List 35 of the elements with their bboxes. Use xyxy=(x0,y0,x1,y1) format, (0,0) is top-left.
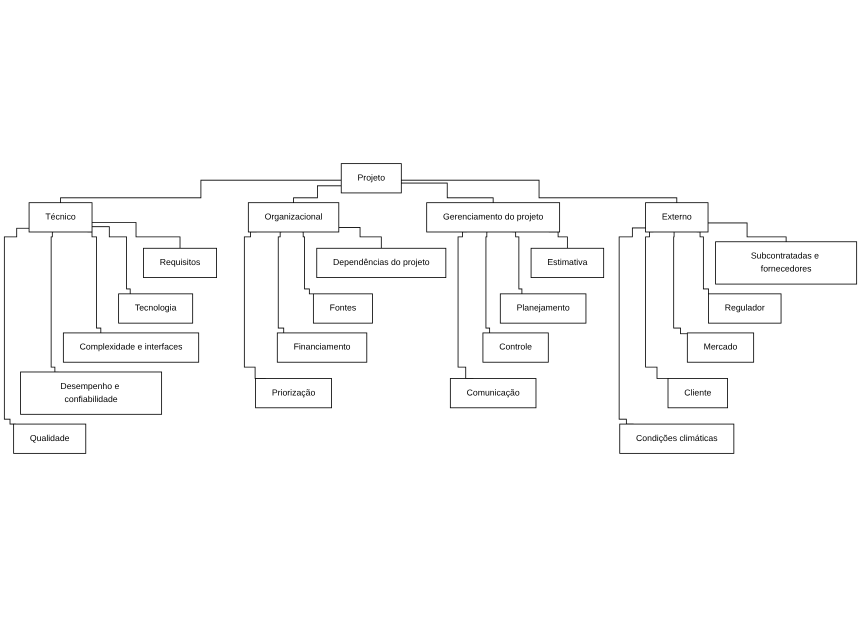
node-box: Fontes xyxy=(312,293,373,324)
node-box: Qualidade xyxy=(13,424,86,454)
node-box: Externo xyxy=(645,202,708,232)
node-box: Desempenho e confiabilidade xyxy=(20,372,162,415)
connector xyxy=(301,232,315,294)
node-box: Complexidade e interfaces xyxy=(62,332,200,363)
node-box: Organizacional xyxy=(248,202,340,232)
node-box: Dependências do projeto xyxy=(316,248,446,278)
connector xyxy=(673,232,688,334)
node-box: Cliente xyxy=(668,378,728,408)
node-box: Gerenciamento do projeto xyxy=(426,202,560,232)
node-box: Mercado xyxy=(686,332,754,363)
node-box: Regulador xyxy=(708,293,782,324)
node-box: Técnico xyxy=(28,202,92,232)
connector xyxy=(338,227,382,249)
node-box: Condições climáticas xyxy=(619,424,734,454)
connector xyxy=(645,232,669,379)
connector xyxy=(92,222,180,249)
node-box: Estimativa xyxy=(530,248,604,278)
node-box: Subcontratadas e fornecedores xyxy=(715,241,858,284)
node-box: Financiamento xyxy=(276,332,368,363)
connector xyxy=(400,182,494,204)
connector xyxy=(293,185,342,204)
node-box: Tecnologia xyxy=(118,293,194,324)
connector xyxy=(400,180,678,204)
node-box: Controle xyxy=(482,332,549,363)
connector xyxy=(618,228,646,424)
node-box: Priorização xyxy=(255,378,332,408)
connector xyxy=(60,180,342,204)
node-box: Comunicação xyxy=(450,378,536,408)
node-box: Planejamento xyxy=(500,293,586,324)
connector xyxy=(4,228,30,424)
connector xyxy=(708,222,787,242)
node-box: Projeto xyxy=(340,163,402,194)
node-box: Requisitos xyxy=(143,248,217,278)
